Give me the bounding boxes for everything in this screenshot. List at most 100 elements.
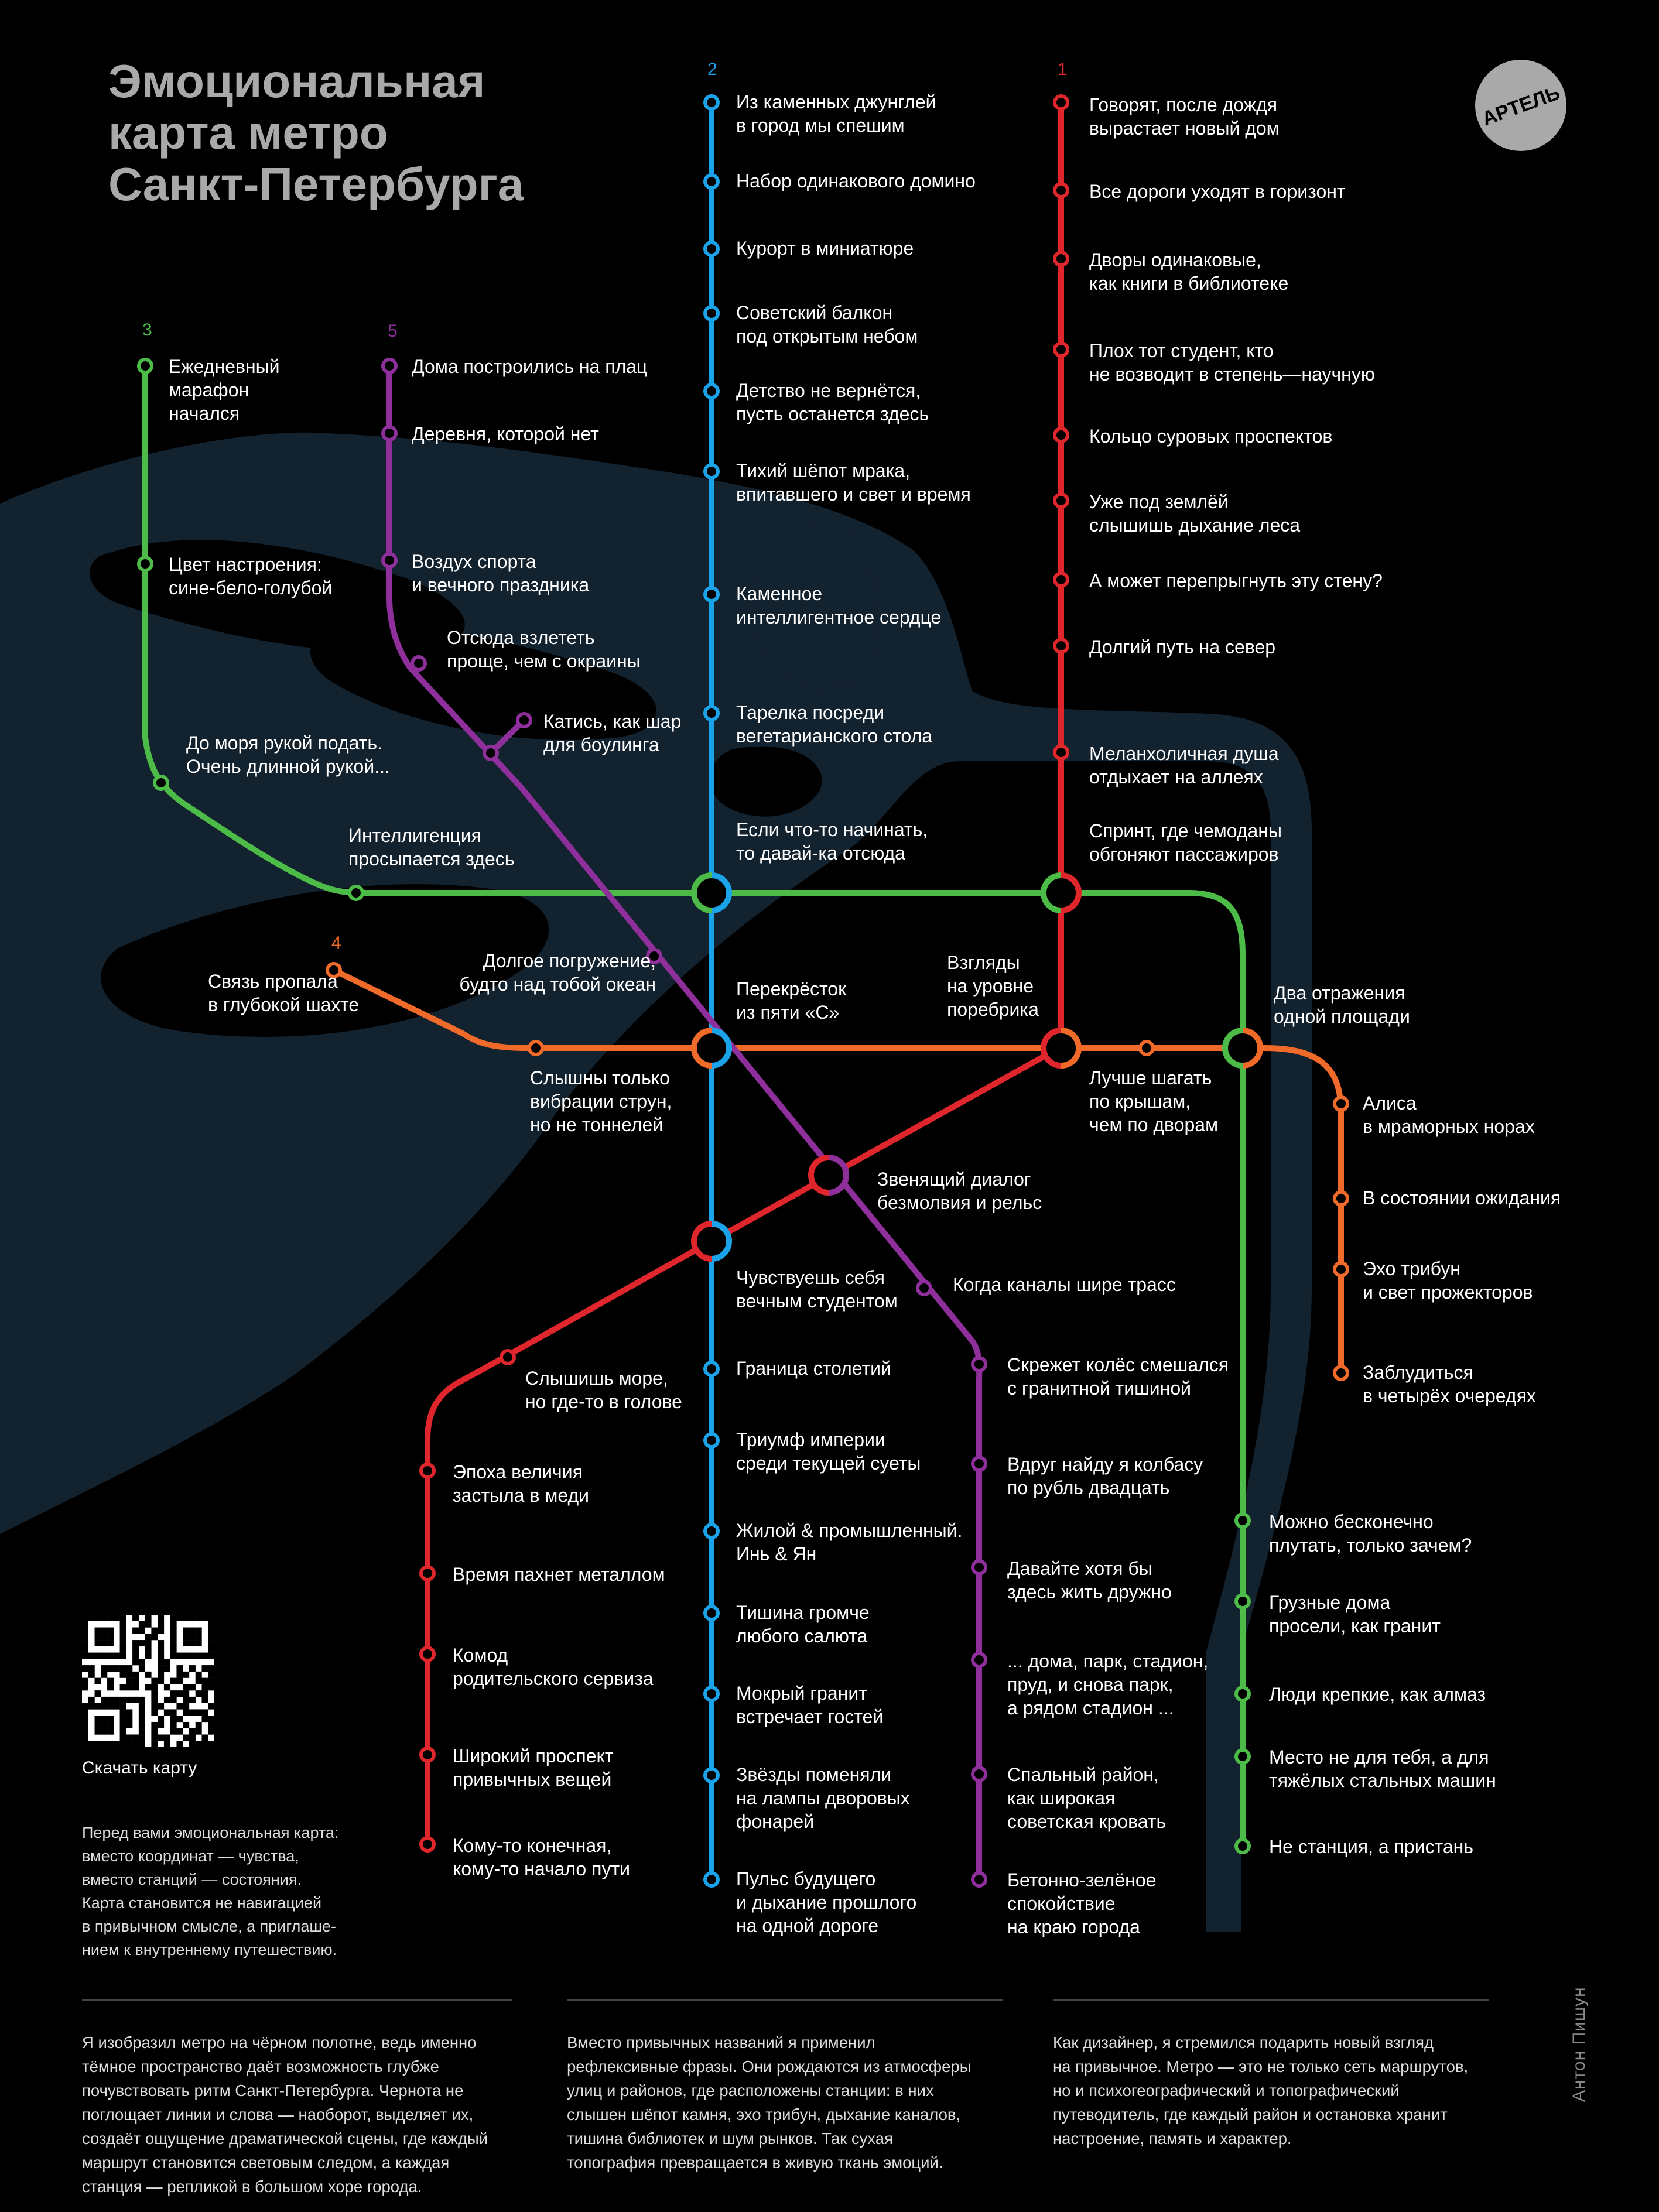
- station-marker[interactable]: [1053, 571, 1069, 588]
- station-marker[interactable]: [381, 552, 398, 569]
- intro-text: Перед вами эмоциональная карта: вместо к…: [82, 1821, 357, 1961]
- station-marker[interactable]: [419, 1836, 436, 1853]
- transfer-hub-arc[interactable]: [1242, 1028, 1263, 1069]
- footer-column-3: Как дизайнер, я стремился подарить новый…: [1053, 2030, 1468, 2151]
- station-marker[interactable]: [703, 94, 720, 111]
- footer-column-1: Я изобразил метро на чёрном полотне, вед…: [82, 2030, 488, 2199]
- transfer-hub-arc[interactable]: [828, 1155, 849, 1196]
- station-marker[interactable]: [703, 1361, 720, 1377]
- station-marker[interactable]: [1234, 1748, 1251, 1765]
- station-marker[interactable]: [703, 1432, 720, 1449]
- transfer-hub-arc[interactable]: [1061, 1028, 1082, 1069]
- station-marker[interactable]: [703, 1686, 720, 1702]
- station-marker[interactable]: [703, 305, 720, 321]
- river-shape: [0, 432, 1312, 1933]
- station-marker[interactable]: [703, 586, 720, 602]
- station-marker[interactable]: [1053, 182, 1069, 198]
- station-marker[interactable]: [1053, 744, 1069, 761]
- station-marker[interactable]: [703, 1767, 720, 1783]
- station-marker[interactable]: [1053, 492, 1069, 509]
- station-marker[interactable]: [381, 425, 398, 441]
- station-marker[interactable]: [1053, 341, 1069, 358]
- station-marker[interactable]: [703, 1605, 720, 1621]
- station-marker[interactable]: [137, 556, 153, 572]
- title-line: карта метро: [108, 107, 388, 159]
- station-marker[interactable]: [1053, 638, 1069, 654]
- footer-line: создаёт ощущение драматической сцены, гд…: [82, 2129, 488, 2148]
- station-marker[interactable]: [500, 1349, 516, 1365]
- station-marker[interactable]: [1333, 1095, 1349, 1112]
- download-map-link[interactable]: Скачать карту: [82, 1758, 197, 1778]
- transfer-hub-bg: [692, 873, 731, 913]
- station-marker[interactable]: [528, 1040, 544, 1056]
- page-title: Эмоциональная карта метро Санкт-Петербур…: [108, 56, 524, 210]
- intro-line: Перед вами эмоциональная карта:: [82, 1824, 339, 1841]
- station-marker[interactable]: [703, 463, 720, 480]
- station-marker[interactable]: [703, 383, 720, 399]
- transfer-hub-arc[interactable]: [711, 1028, 732, 1069]
- station-marker[interactable]: [703, 1871, 720, 1888]
- divider: [567, 1999, 1003, 2001]
- qr-code-icon[interactable]: [82, 1615, 215, 1748]
- station-marker[interactable]: [1138, 1040, 1155, 1056]
- station-marker[interactable]: [516, 712, 532, 728]
- station-label-l5-7: Когда каналы шире трасс: [953, 1274, 1176, 1295]
- station-marker[interactable]: [1234, 1838, 1251, 1854]
- station-marker[interactable]: [1234, 1686, 1251, 1702]
- station-marker[interactable]: [971, 1652, 987, 1668]
- transfer-hub-arc[interactable]: [711, 1221, 732, 1262]
- station-marker[interactable]: [419, 1463, 436, 1479]
- title-line: Санкт-Петербурга: [108, 158, 524, 210]
- station-marker[interactable]: [971, 1871, 987, 1888]
- station-marker[interactable]: [703, 241, 720, 257]
- station-marker[interactable]: [1053, 427, 1069, 443]
- footer-line: но и психогеографический и топографическ…: [1053, 2081, 1400, 2100]
- station-marker[interactable]: [971, 1456, 987, 1472]
- station-marker[interactable]: [419, 1565, 436, 1581]
- station-marker[interactable]: [916, 1280, 932, 1296]
- station-label-l2-9: Если что-то начинать,то давай-ка отсюда: [736, 819, 928, 864]
- station-marker[interactable]: [483, 745, 499, 761]
- station-marker[interactable]: [348, 885, 364, 901]
- line-number-3: 3: [142, 320, 152, 340]
- station-label-l1-8: Долгий путь на север: [1089, 636, 1275, 658]
- station-marker[interactable]: [703, 1523, 720, 1539]
- station-label-l2-12: Граница столетий: [736, 1358, 891, 1379]
- station-marker[interactable]: [1234, 1593, 1251, 1610]
- station-marker[interactable]: [137, 358, 153, 374]
- station-marker[interactable]: [381, 358, 398, 374]
- station-marker[interactable]: [971, 1356, 987, 1372]
- station-marker[interactable]: [971, 1559, 987, 1576]
- metro-stations: [137, 94, 1349, 1888]
- transfer-hub-arc: [1222, 1028, 1243, 1069]
- station-marker[interactable]: [1053, 94, 1069, 111]
- station-label-l2-3: Курорт в миниатюре: [736, 238, 914, 259]
- station-marker[interactable]: [419, 1646, 436, 1662]
- station-marker[interactable]: [153, 775, 169, 791]
- station-marker[interactable]: [1333, 1190, 1349, 1207]
- station-marker[interactable]: [326, 962, 342, 978]
- station-marker[interactable]: [411, 655, 427, 672]
- station-marker[interactable]: [1333, 1365, 1349, 1381]
- station-marker[interactable]: [1234, 1512, 1251, 1529]
- station-marker[interactable]: [971, 1766, 987, 1782]
- transfer-hub-arc[interactable]: [711, 872, 732, 913]
- station-marker[interactable]: [1053, 251, 1069, 267]
- station-marker[interactable]: [419, 1747, 436, 1763]
- transfer-hub-bg: [1223, 1028, 1263, 1068]
- station-marker[interactable]: [646, 948, 662, 964]
- station-marker[interactable]: [703, 705, 720, 721]
- transfer-hub-arc: [808, 1155, 829, 1196]
- island-shape: [90, 540, 465, 652]
- transfer-hub-arc[interactable]: [1061, 872, 1082, 913]
- station-marker[interactable]: [703, 173, 720, 190]
- station-marker[interactable]: [1333, 1261, 1349, 1278]
- footer-line: Я изобразил метро на чёрном полотне, вед…: [82, 2033, 477, 2052]
